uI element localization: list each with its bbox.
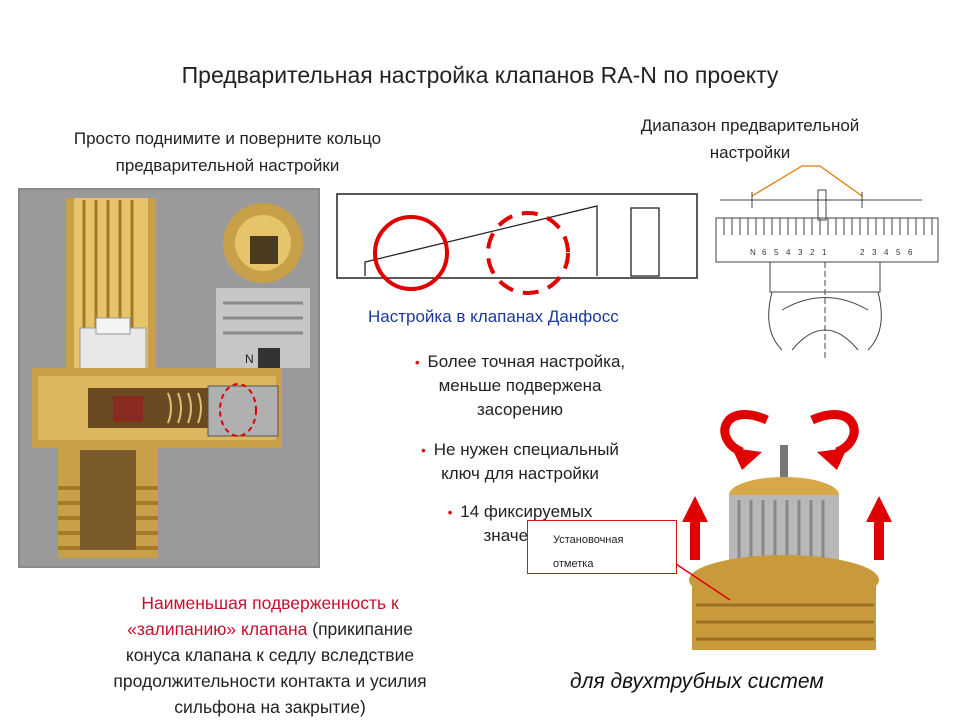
page-title: Предварительная настройка клапанов RA-N … [181, 62, 779, 88]
bullet-text: засорению [477, 400, 563, 419]
left-subtitle: Просто поднимите и поверните кольцо пред… [30, 125, 425, 179]
scale-digit: 4 [884, 248, 889, 257]
bullet-text: 14 фиксируемых [460, 502, 593, 521]
right-subtitle: Диапазон предварительной настройки [600, 112, 900, 166]
bullet-text: Не нужен специальный [433, 440, 619, 459]
valve-cutaway-image: N [18, 188, 320, 568]
setting-mark-line1: Установочная [553, 534, 624, 546]
bullet-dot: • [421, 442, 434, 458]
sticking-note-line3: конуса клапана к седлу вследствие [125, 645, 415, 665]
scale-digit: 4 [786, 248, 791, 257]
danfoss-label: Настройка в клапанах Данфосс [368, 307, 619, 326]
scale-digit: 3 [798, 248, 803, 257]
bullet-dot: • [414, 354, 428, 370]
preset-range-drawing: N 6 5 4 3 2 1 2 3 4 5 6 [715, 165, 939, 358]
sticking-note-red-line1: Наименьшая подверженность к [141, 593, 399, 613]
bullet-item: • Более точная настройка, меньше подверж… [375, 350, 665, 422]
setting-mark-label: Установочная отметка [527, 520, 677, 574]
bullet-text: меньше подвержена [438, 376, 602, 395]
bullet-dot: • [447, 504, 461, 520]
right-subtitle-line1: Диапазон предварительной [640, 116, 860, 135]
sticking-note-red-line2: «залипанию» клапана [127, 619, 308, 639]
bullet-item: • Не нужен специальный ключ для настройк… [375, 438, 665, 486]
valve-n-letter: N [245, 352, 254, 366]
sticking-note-black-line2: (прикипание [307, 619, 413, 639]
right-subtitle-line2: настройки [709, 143, 791, 162]
sticking-note: Наименьшая подверженность к «залипанию» … [30, 590, 510, 720]
bullet-text: ключ для настройки [441, 464, 599, 483]
scale-digit: 3 [872, 248, 877, 257]
scale-digit: N [750, 248, 756, 257]
bullet-text: Более точная настройка, [427, 352, 626, 371]
scale-digit: 6 [762, 248, 767, 257]
scale-digit: 2 [810, 248, 815, 257]
setting-mark-pointer [676, 563, 731, 601]
scale-digit: 2 [860, 248, 865, 257]
sticking-note-line5: сильфона на закрытие) [174, 697, 366, 717]
left-subtitle-line2: предварительной настройки [115, 156, 340, 175]
valve-photo [682, 410, 892, 650]
scale-digit: 5 [774, 248, 779, 257]
danfoss-schematic [336, 193, 698, 295]
sticking-note-line4: продолжительности контакта и усилия [113, 671, 427, 691]
two-pipe-label: для двухтрубных систем [570, 670, 824, 693]
left-subtitle-line1: Просто поднимите и поверните кольцо [73, 129, 382, 148]
scale-digit: 6 [908, 248, 913, 257]
setting-mark-line2: отметка [553, 558, 594, 570]
scale-digit: 1 [822, 248, 827, 257]
scale-digit: 5 [896, 248, 901, 257]
